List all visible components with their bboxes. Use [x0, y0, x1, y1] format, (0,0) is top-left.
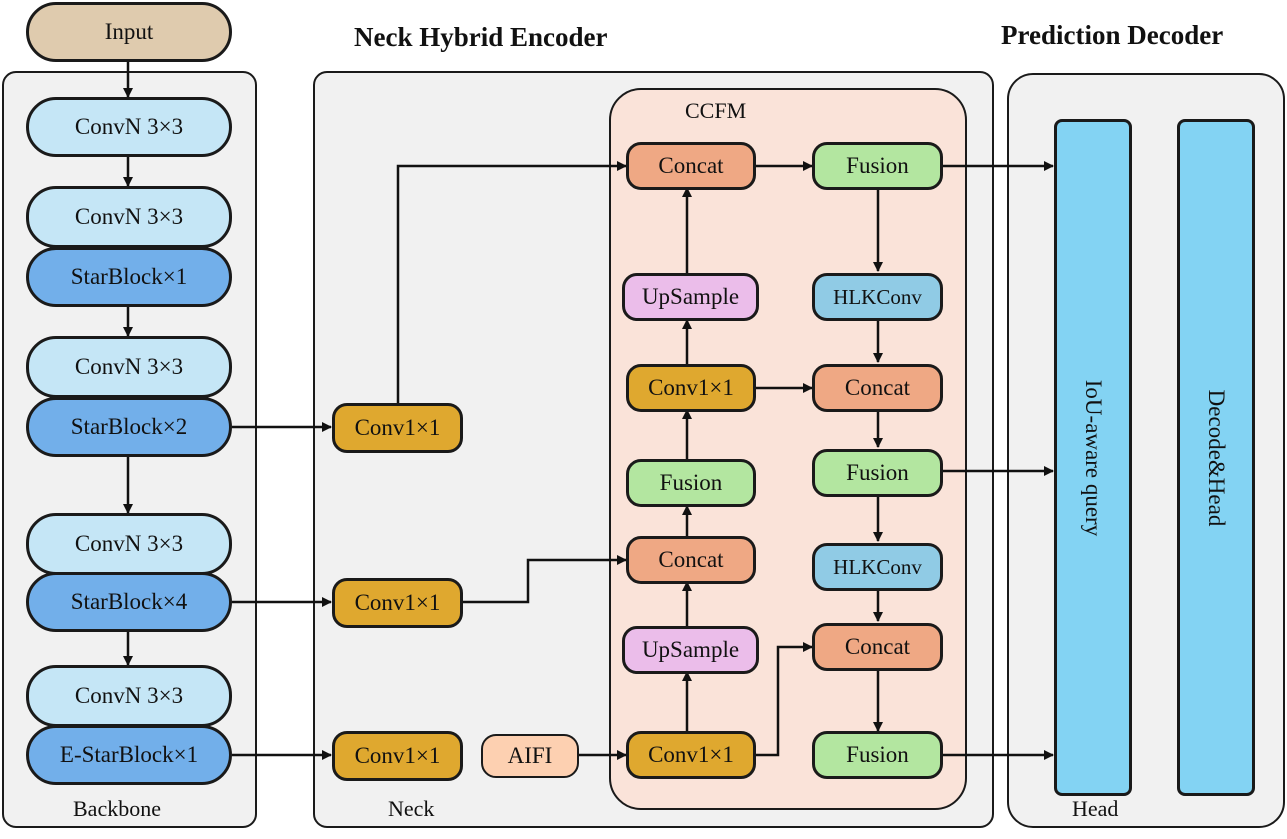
block-label: Concat — [844, 375, 911, 400]
ccfm-concat-top-left: Concat — [626, 142, 756, 190]
backbone-starblock-1: StarBlock×1 — [26, 247, 232, 307]
block-label: ConvN 3×3 — [74, 683, 184, 708]
neck-conv1x1-1: Conv1×1 — [332, 403, 463, 453]
block-label: Conv1×1 — [648, 375, 734, 400]
backbone-starblock-4: StarBlock×4 — [26, 572, 232, 632]
neck-conv1x1-2: Conv1×1 — [332, 578, 463, 628]
block-label: ConvN 3×3 — [74, 354, 184, 379]
backbone-convn-5: ConvN 3×3 — [26, 665, 232, 727]
neck-label: Neck — [388, 796, 435, 821]
block-label: UpSample — [641, 637, 740, 662]
aifi-node: AIFI — [481, 734, 579, 778]
head-label: Head — [1072, 796, 1119, 821]
block-label: StarBlock×1 — [70, 264, 188, 289]
block-label: Concat — [658, 153, 724, 178]
iou-aware-query-label: IoU-aware query — [1081, 379, 1106, 536]
ccfm-conv1x1-mid: Conv1×1 — [626, 364, 756, 412]
ccfm-upsample-top: UpSample — [622, 273, 759, 321]
backbone-convn-4: ConvN 3×3 — [26, 513, 232, 575]
ccfm-concat-right-2: Concat — [812, 623, 943, 671]
block-label: Conv1×1 — [354, 415, 441, 440]
block-label: HLKConv — [833, 554, 922, 579]
iou-aware-query-block: IoU-aware query — [1054, 119, 1132, 796]
block-label: HLKConv — [833, 284, 922, 309]
backbone-starblock-2: StarBlock×2 — [26, 397, 232, 457]
decode-head-label: Decode&Head — [1204, 389, 1229, 526]
block-label: Concat — [658, 547, 724, 572]
block-label: Fusion — [659, 470, 723, 495]
arrow-conv-to-concat-bottom — [755, 642, 813, 757]
prediction-decoder-title: Prediction Decoder — [1001, 20, 1224, 50]
ccfm-fusion-left: Fusion — [626, 459, 756, 507]
block-label: Conv1×1 — [354, 743, 441, 768]
backbone-convn-3: ConvN 3×3 — [26, 336, 232, 398]
input-node: Input — [26, 2, 232, 62]
input-label: Input — [104, 19, 154, 44]
backbone-e-starblock-1: E-StarBlock×1 — [26, 725, 232, 785]
ccfm-hlkconv-2: HLKConv — [812, 543, 943, 591]
arrow-conv-to-mid-concat — [463, 555, 627, 604]
backbone-convn-2: ConvN 3×3 — [26, 186, 232, 248]
block-label: ConvN 3×3 — [74, 531, 184, 556]
block-label: UpSample — [641, 284, 740, 309]
block-label: Fusion — [846, 742, 909, 767]
ccfm-fusion-top-right: Fusion — [812, 142, 943, 190]
block-label: ConvN 3×3 — [74, 114, 184, 139]
ccfm-concat-right-1: Concat — [812, 364, 943, 412]
block-label: Conv1×1 — [648, 742, 734, 767]
ccfm-fusion-mid-right: Fusion — [812, 449, 943, 497]
decode-head-block: Decode&Head — [1177, 119, 1255, 796]
ccfm-conv1x1-bottom: Conv1×1 — [626, 731, 756, 779]
arrow-conv-to-top-concat — [396, 161, 627, 405]
ccfm-fusion-bottom-right: Fusion — [812, 731, 943, 779]
block-label: Fusion — [846, 153, 909, 178]
ccfm-hlkconv-1: HLKConv — [812, 273, 943, 321]
block-label: AIFI — [507, 743, 553, 768]
backbone-label: Backbone — [73, 796, 161, 821]
neck-conv1x1-3: Conv1×1 — [332, 731, 463, 781]
block-label: StarBlock×2 — [70, 414, 188, 439]
ccfm-upsample-bottom: UpSample — [622, 626, 759, 674]
block-label: E-StarBlock×1 — [59, 742, 199, 767]
block-label: Concat — [844, 634, 911, 659]
ccfm-label: CCFM — [685, 98, 747, 123]
block-label: ConvN 3×3 — [74, 204, 184, 229]
block-label: Conv1×1 — [354, 590, 441, 615]
ccfm-concat-mid-left: Concat — [626, 536, 756, 584]
neck-hybrid-encoder-title: Neck Hybrid Encoder — [354, 22, 608, 52]
block-label: Fusion — [846, 460, 909, 485]
block-label: StarBlock×4 — [70, 589, 188, 614]
backbone-convn-1: ConvN 3×3 — [26, 97, 232, 157]
